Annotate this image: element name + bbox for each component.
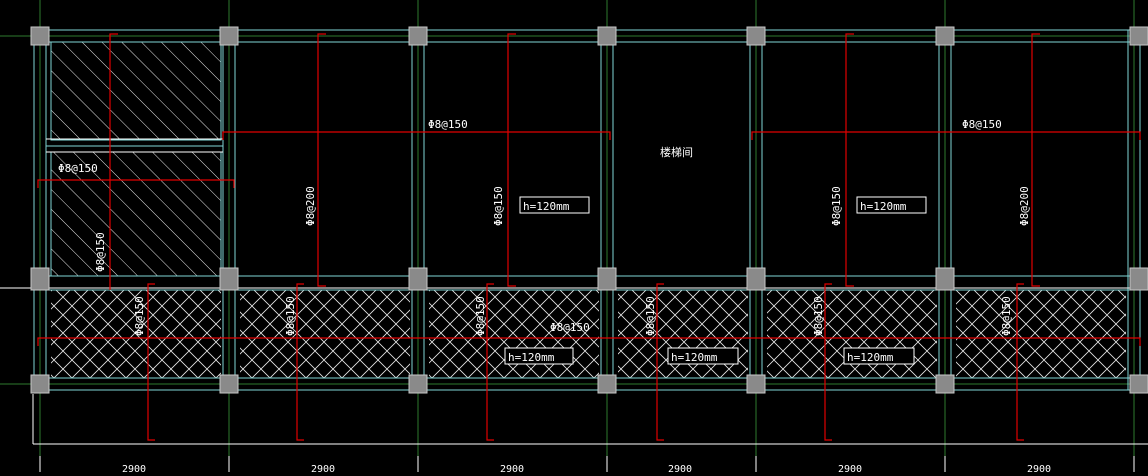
corridor-hatch — [51, 290, 1126, 378]
column — [30, 26, 50, 46]
rebar-label: Φ8@150 — [644, 296, 657, 336]
thickness-label: h=120mm — [508, 351, 555, 364]
thickness-label-boxes — [504, 196, 927, 365]
hatch-area — [429, 290, 599, 378]
stair-label: 楼梯间 — [660, 145, 693, 159]
dimension-label: 2900 — [668, 464, 692, 472]
rebar-line — [317, 33, 326, 287]
drawing-outline — [0, 138, 1148, 445]
rebar-line — [507, 33, 516, 287]
rebar-label: Φ8@150 — [284, 296, 297, 336]
dimension-label: 2900 — [838, 464, 862, 472]
column — [408, 267, 428, 291]
thickness-box — [667, 347, 739, 365]
rebar-label: Φ8@150 — [830, 186, 843, 226]
rebar-line — [37, 179, 235, 188]
rebar-label: Φ8@150 — [492, 186, 505, 226]
rebar-label: Φ8@150 — [133, 296, 146, 336]
rebar-line — [147, 283, 155, 441]
column — [219, 374, 239, 394]
column — [1129, 267, 1148, 291]
walls — [33, 29, 1141, 391]
rebar-line — [656, 283, 664, 441]
rebar-label: Φ8@150 — [428, 118, 468, 131]
column — [597, 374, 617, 394]
rebar-line — [1016, 283, 1024, 441]
hatch-area — [240, 290, 410, 378]
column — [30, 267, 50, 291]
column — [219, 267, 239, 291]
rebar-line — [109, 33, 118, 40]
column — [408, 26, 428, 46]
rebar-label: Φ8@150 — [812, 296, 825, 336]
rebar-line — [845, 33, 854, 287]
hatched-slab-left — [50, 41, 222, 277]
columns — [30, 26, 1148, 394]
column — [597, 267, 617, 291]
column — [746, 26, 766, 46]
rebar-label: Φ8@150 — [962, 118, 1002, 131]
column — [30, 374, 50, 394]
rebar-label: Φ8@150 — [1000, 296, 1013, 336]
column — [1129, 374, 1148, 394]
dimension-label: 2900 — [1027, 464, 1051, 472]
column — [746, 267, 766, 291]
dimension-label: 2900 — [500, 464, 524, 472]
rebar-label: Φ8@200 — [1018, 186, 1031, 226]
column — [219, 26, 239, 46]
hatch-area — [618, 290, 748, 378]
rebar-label: Φ8@150 — [94, 232, 107, 272]
column — [935, 267, 955, 291]
hatch-area — [50, 41, 222, 141]
column — [935, 374, 955, 394]
rebar-line — [751, 131, 1141, 140]
rebar-line — [296, 283, 304, 441]
rebar-line — [1031, 33, 1040, 287]
thickness-label: h=120mm — [523, 200, 570, 213]
dimension-ticks — [39, 456, 1135, 472]
hatch-area — [956, 290, 1126, 378]
thickness-box — [843, 347, 915, 365]
rebar-label: Φ8@150 — [550, 321, 590, 334]
hatch-area — [50, 151, 222, 277]
thickness-label: h=120mm — [671, 351, 718, 364]
hatch-area — [51, 290, 221, 378]
rebar-label: Φ8@200 — [304, 186, 317, 226]
rebar-line — [222, 131, 611, 140]
annotations: Φ8@150 Φ8@150 Φ8@150 Φ8@200 Φ8@150 Φ8@15… — [58, 118, 1051, 475]
thickness-box — [504, 347, 574, 365]
rebar-label: Φ8@150 — [58, 162, 98, 175]
column — [935, 26, 955, 46]
column — [746, 374, 766, 394]
column — [597, 26, 617, 46]
thickness-box — [856, 196, 927, 214]
column — [408, 374, 428, 394]
rebar-lines — [37, 33, 1141, 441]
rebar-line — [37, 337, 1141, 346]
rebar-line — [486, 283, 494, 441]
thickness-box — [519, 196, 590, 214]
dimension-label: 2900 — [311, 464, 335, 472]
thickness-label: h=120mm — [847, 351, 894, 364]
rebar-line — [824, 283, 832, 441]
thickness-label: h=120mm — [860, 200, 907, 213]
dimension-label: 2900 — [122, 464, 146, 472]
hatch-area — [767, 290, 937, 378]
column — [1129, 26, 1148, 46]
rebar-label: Φ8@150 — [474, 296, 487, 336]
